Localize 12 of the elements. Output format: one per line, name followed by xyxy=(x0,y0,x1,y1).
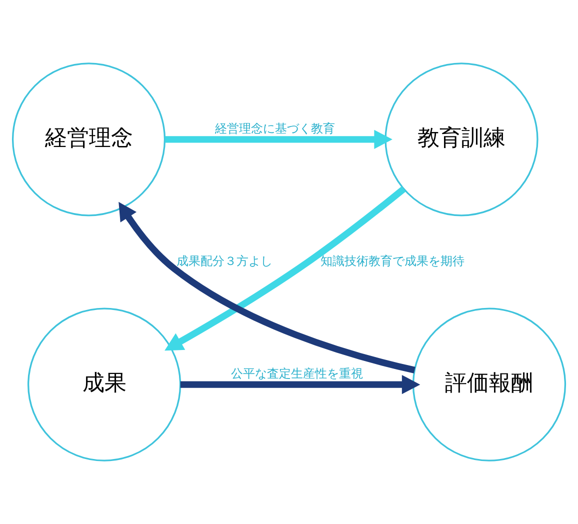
arrow xyxy=(118,202,416,374)
node-circle: 教育訓練 xyxy=(384,62,538,216)
arrow xyxy=(164,186,406,351)
node-circle: 評価報酬 xyxy=(412,308,566,462)
node-circle: 経営理念 xyxy=(12,62,166,216)
edge-label: 経営理念に基づく教育 xyxy=(215,122,336,136)
arrow xyxy=(180,374,420,394)
edge-label: 成果配分３方よし xyxy=(176,254,273,268)
node-circle: 成果 xyxy=(27,308,182,462)
edge-label: 公平な査定生産性を重視 xyxy=(230,366,363,381)
arrow xyxy=(165,130,392,149)
edge-label: 知識技術教育で成果を期待 xyxy=(320,254,465,268)
